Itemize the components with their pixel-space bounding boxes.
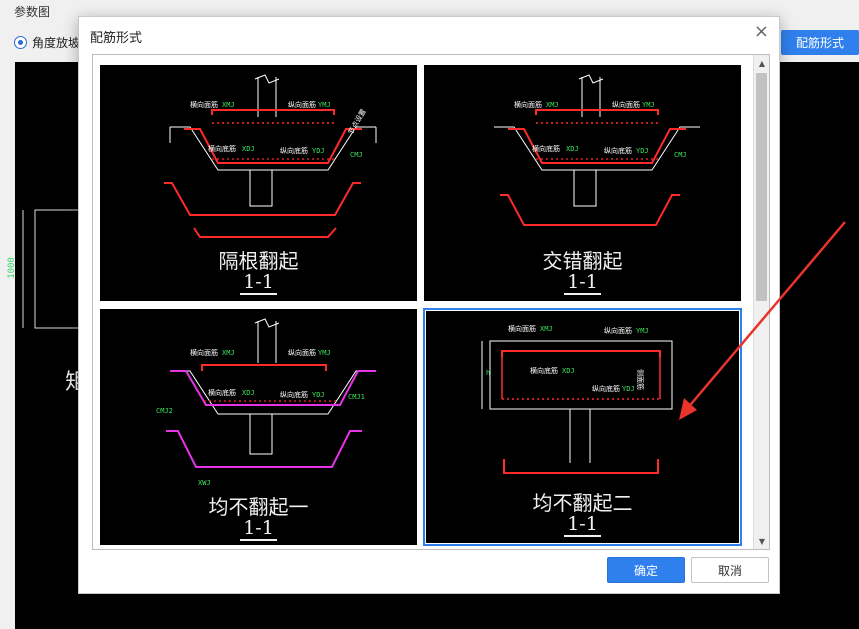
option-card-3[interactable]: 横向面筋 XMJ 纵向面筋 YMJ 横向底筋 XDJ 纵向底筋 YDJ CMJ2… [100,309,417,545]
background-dimension-label: 1000 [6,257,17,279]
option-card-4[interactable]: 横向面筋 XMJ 纵向面筋 YMJ 横向底筋 XDJ 纵向底筋 YDJ 侧面筋 … [423,308,742,546]
radio-selected-icon[interactable] [14,36,27,49]
background-window-title: 参数图 [14,5,51,19]
label-xwj: XWJ [198,479,211,487]
label-cmj: CMJ [674,151,687,159]
label-code-xdj: XDJ [242,145,255,153]
label-bottom-rebar-x: 横向底筋 [208,388,236,397]
label-top-rebar-y: 纵向面筋 [612,100,640,109]
label-code-xmj: XMJ [222,349,235,357]
scroll-up-icon[interactable]: ▲ [758,58,766,68]
option-section-3: 1-1 [100,517,417,541]
label-cmj1: CMJ1 [348,393,365,401]
label-bottom-rebar-x: 横向底筋 [532,144,560,153]
section-label: 1-1 [240,271,277,295]
label-bottom-rebar-y: 纵向底筋 [280,146,308,155]
option-section-4: 1-1 [426,513,739,537]
scroll-down-icon[interactable]: ▼ [758,536,766,546]
label-cmj2: CMJ2 [156,407,173,415]
option-card-1[interactable]: 横向面筋 XMJ 纵向面筋 YMJ 横向底筋 XDJ 纵向底筋 YDJ 节点设置… [100,65,417,301]
option-section-2: 1-1 [424,271,741,295]
rebar-diagram-2: 横向面筋 XMJ 纵向面筋 YMJ 横向底筋 XDJ 纵向底筋 YDJ CMJ [494,74,700,226]
label-code-xdj: XDJ [566,145,579,153]
label-code-xmj: XMJ [540,325,553,333]
label-top-rebar-y: 纵向面筋 [288,100,316,109]
label-code-ydj: YDJ [312,391,325,399]
close-icon[interactable]: × [753,21,769,42]
section-label: 1-1 [564,271,601,295]
rebar-form-gallery: 横向面筋 XMJ 纵向面筋 YMJ 横向底筋 XDJ 纵向底筋 YDJ 节点设置… [92,54,770,550]
label-top-rebar-x: 横向面筋 [190,348,218,357]
label-node-setting: 节点设置 [346,107,368,136]
label-code-xdj: XDJ [242,389,255,397]
label-bottom-rebar-y: 纵向底筋 [604,146,632,155]
label-top-rebar-x: 横向面筋 [514,100,542,109]
scroll-thumb[interactable] [756,73,767,301]
label-code-ymj: YMJ [318,101,331,109]
angle-slope-radio-label: 角度放坡 [32,36,81,50]
angle-slope-radio[interactable]: 角度放坡 [14,34,80,51]
label-code-ydj: YDJ [312,147,325,155]
rebar-form-button[interactable]: 配筋形式 [781,30,859,55]
rebar-diagram-1: 横向面筋 XMJ 纵向面筋 YMJ 横向底筋 XDJ 纵向底筋 YDJ 节点设置… [164,74,377,238]
option-name-3: 均不翻起一 [208,495,309,519]
option-name-4: 均不翻起二 [532,491,633,515]
option-card-2[interactable]: 横向面筋 XMJ 纵向面筋 YMJ 横向底筋 XDJ 纵向底筋 YDJ CMJ … [424,65,741,301]
label-code-xmj: XMJ [546,101,559,109]
label-bottom-rebar-y: 纵向底筋 [280,390,308,399]
option-name-1: 隔根翻起 [218,249,299,273]
label-cmj: CMJ [350,151,363,159]
dialog-title: 配筋形式 [90,31,143,46]
label-top-rebar-y: 纵向面筋 [288,348,316,357]
label-code-ymj: YMJ [318,349,331,357]
label-code-ydj: YDJ [622,385,635,393]
label-code-ymj: YMJ [642,101,655,109]
label-code-ymj: YMJ [636,327,649,335]
section-label: 1-1 [564,513,601,537]
cancel-button[interactable]: 取消 [691,557,769,583]
rebar-diagram-3: 横向面筋 XMJ 纵向面筋 YMJ 横向底筋 XDJ 纵向底筋 YDJ CMJ2… [156,318,376,487]
option-section-1: 1-1 [100,271,417,295]
label-bottom-rebar-x: 横向底筋 [530,366,558,375]
gallery-scrollbar[interactable]: ▲ ▼ [753,55,769,549]
label-top-rebar-x: 横向面筋 [190,100,218,109]
label-bottom-rebar-y: 纵向底筋 [592,384,620,393]
label-code-ydj: YDJ [636,147,649,155]
label-code-xdj: XDJ [562,367,575,375]
label-h: h [486,369,490,377]
label-side-rebar: 侧面筋 [636,369,645,390]
label-bottom-rebar-x: 横向底筋 [208,144,236,153]
section-label: 1-1 [240,517,277,541]
label-top-rebar-y: 纵向面筋 [604,326,632,335]
label-top-rebar-x: 横向面筋 [508,324,536,333]
rebar-form-dialog: 配筋形式 × 横向面筋 [78,16,780,594]
label-code-xmj: XMJ [222,101,235,109]
confirm-button[interactable]: 确定 [607,557,685,583]
option-name-2: 交错翻起 [542,249,623,273]
rebar-diagram-4: 横向面筋 XMJ 纵向面筋 YMJ 横向底筋 XDJ 纵向底筋 YDJ 侧面筋 … [481,324,673,474]
